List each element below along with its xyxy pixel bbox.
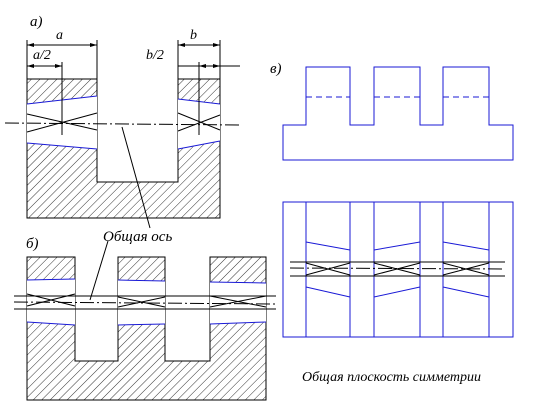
label-part-b: б) [26,236,39,252]
label-part-a: а) [30,14,43,30]
figure-a-extension-lines [26,40,221,135]
figure-b [13,256,277,401]
label-dim-a: a [56,28,63,43]
label-dim-b-half: b/2 [146,48,164,63]
figure-a [4,40,241,219]
figure-v-bottom [282,201,514,338]
figure-b-bore-3 [210,282,266,324]
figure-v-bottom-skew-lines [305,262,490,276]
label-part-v: в) [270,61,282,77]
label-common-axis: Общая ось [103,229,172,245]
figure-v-bottom-verticals [305,202,490,337]
common-axis-leader [89,126,151,301]
figure-v-bottom-outline [282,201,514,338]
figure-a-arrowheads [27,43,220,68]
label-dim-b: b [190,28,197,43]
figure-b-bore-1 [27,279,75,325]
figure-b-hatched-body [26,256,267,401]
figure-b-bore-contours [26,278,267,326]
label-common-plane: Общая плоскость симметрии [302,370,481,385]
figure-a-axis [4,122,241,126]
label-dim-a-half: a/2 [33,48,51,63]
figure-v-top [282,66,514,161]
figure-b-bore-inner [26,293,267,308]
figure-a-hatched-body [26,78,221,219]
figure-v-bottom-tapers [305,241,490,298]
figure-v-top-outline [282,66,514,161]
